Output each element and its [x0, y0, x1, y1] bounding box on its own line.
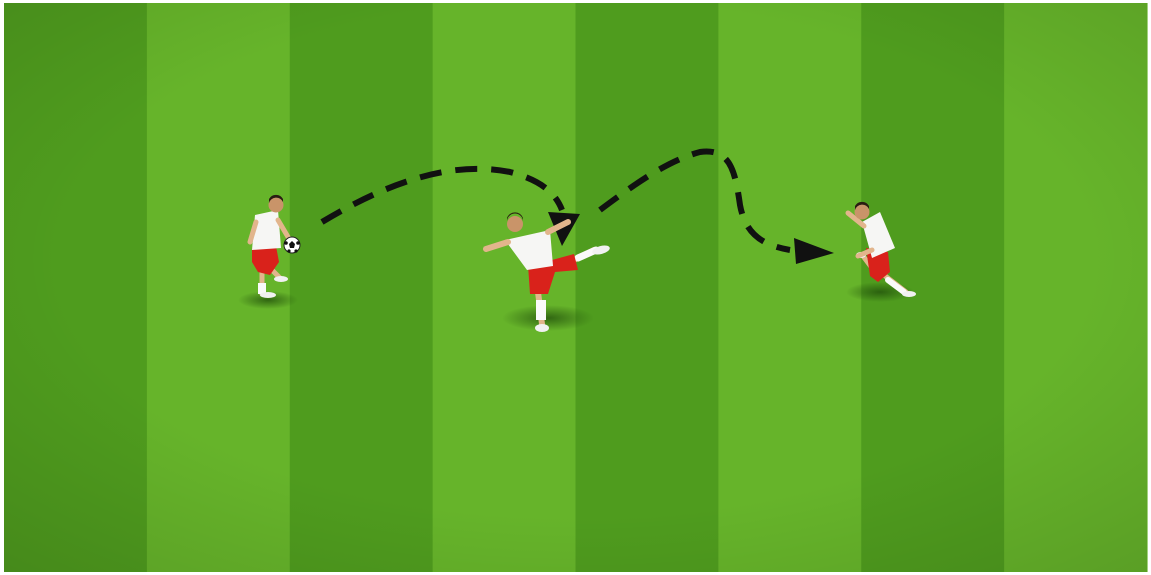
player-head [507, 216, 523, 232]
soccer-ball-icon [284, 237, 300, 253]
player-shirt [252, 210, 281, 250]
grass-vignette [4, 3, 1147, 572]
